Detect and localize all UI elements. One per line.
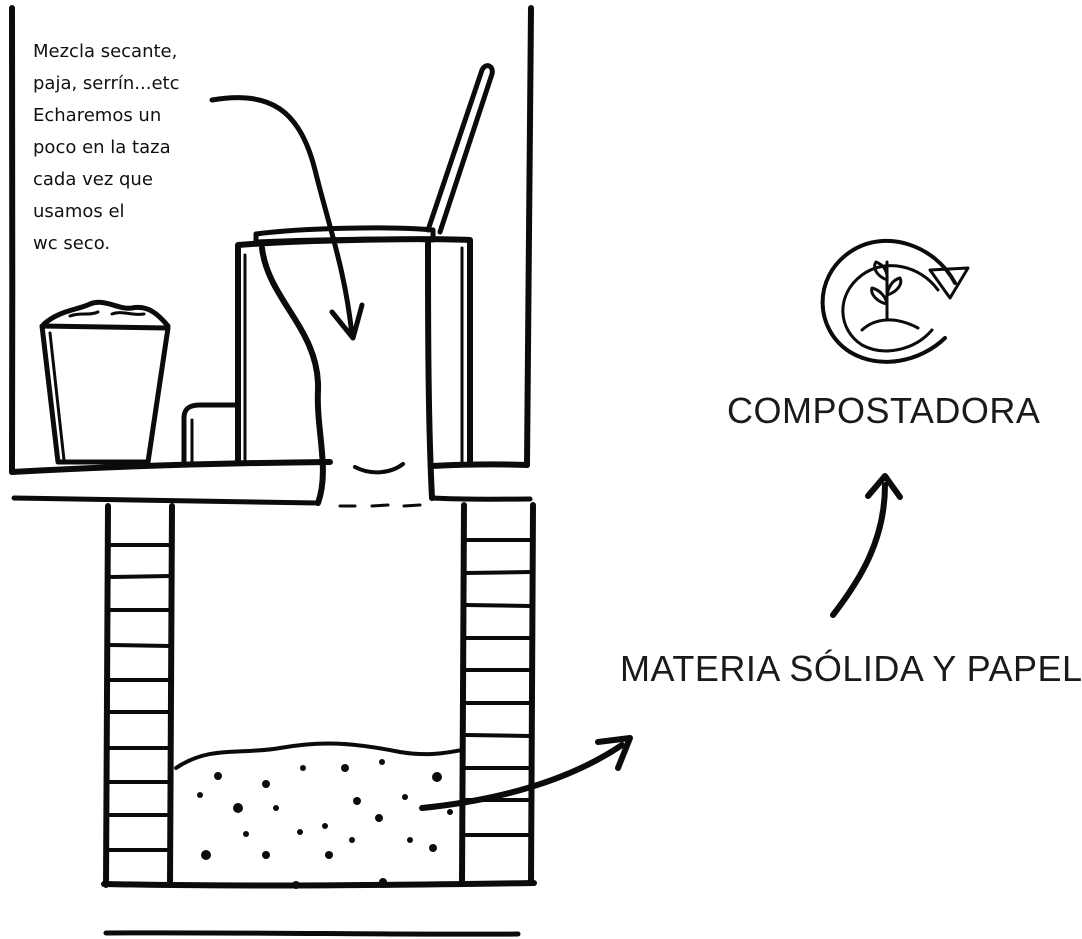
solids-label: MATERIA SÓLIDA Y PAPEL [620, 648, 1082, 689]
collection-chamber [101, 502, 537, 937]
note-line: cada vez que [33, 169, 153, 190]
compost-recycle-icon [820, 238, 970, 364]
note-line: usamos el [33, 201, 125, 222]
note-line: poco en la taza [33, 137, 171, 158]
toilet-lid [253, 63, 495, 245]
cabinet [9, 5, 534, 506]
arrow-to-toilet [209, 95, 365, 341]
compost-label: COMPOSTADORA [727, 390, 1041, 431]
arrow-to-compost [830, 473, 903, 618]
note-line: Echaremos un [33, 105, 162, 126]
note-line: paja, serrín...etc [33, 73, 180, 94]
compost-pile [174, 741, 464, 889]
urine-tank [181, 402, 241, 467]
bucket [39, 299, 171, 465]
arrow-to-solids-label [419, 735, 633, 811]
note-line: wc seco. [33, 233, 111, 254]
note-line: Mezcla secante, [33, 41, 178, 62]
